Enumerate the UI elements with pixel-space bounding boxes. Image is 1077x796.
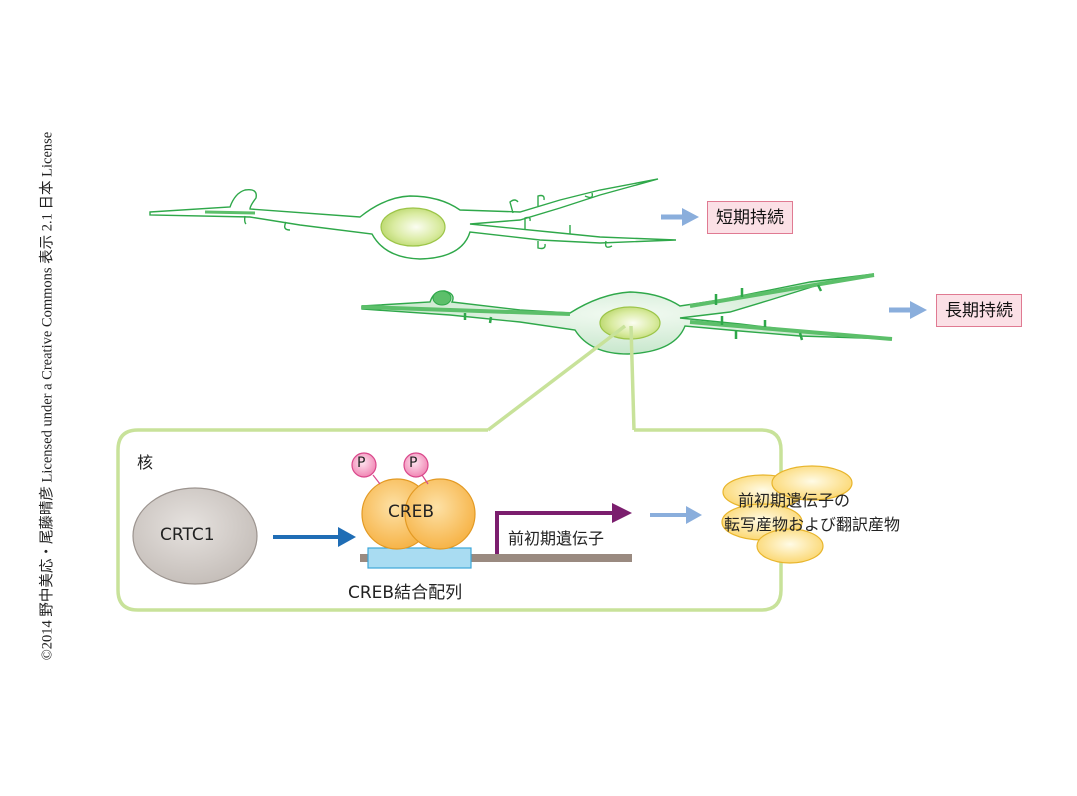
creb-dimer [351,452,476,550]
short-neuron-nucleus [380,207,446,247]
phosphate-2 [403,452,429,478]
gene-label: 前初期遺伝子 [508,529,605,548]
phosphate-label-2: P [409,455,418,471]
gene-products-cluster [721,465,853,564]
phosphate-1 [351,452,377,478]
nucleus-title: 核 [137,453,154,472]
license-credit: ©2014 野中美応・尾藤晴彦 Licensed under a Creativ… [39,131,56,661]
outcome-long-term-label: 長期持続 [936,294,1022,327]
gene-transcription-arrow [495,503,632,554]
zoom-callout-lines [486,324,636,432]
neuron-short-term [149,178,677,260]
creb-label: CREB [388,502,435,522]
products-label-line1: 前初期遺伝子の [738,491,851,510]
phosphate-label-1: P [357,455,366,471]
creb-binding-site [367,547,472,569]
dna-strand [360,554,632,562]
arrow-to-short-term [661,208,699,226]
arrow-to-long-term [889,301,927,319]
crtc1-label: CRTC1 [160,525,215,545]
binding-site-label: CREB結合配列 [348,583,463,603]
arrow-to-products [650,506,702,524]
nucleus-panel-border [116,428,783,612]
neuron-long-term [361,273,893,355]
products-label-line2: 転写産物および翻訳産物 [724,515,901,534]
crtc1-to-creb-arrow [273,527,356,547]
outcome-short-term-label: 短期持続 [707,201,793,234]
crtc1-protein [132,487,258,585]
